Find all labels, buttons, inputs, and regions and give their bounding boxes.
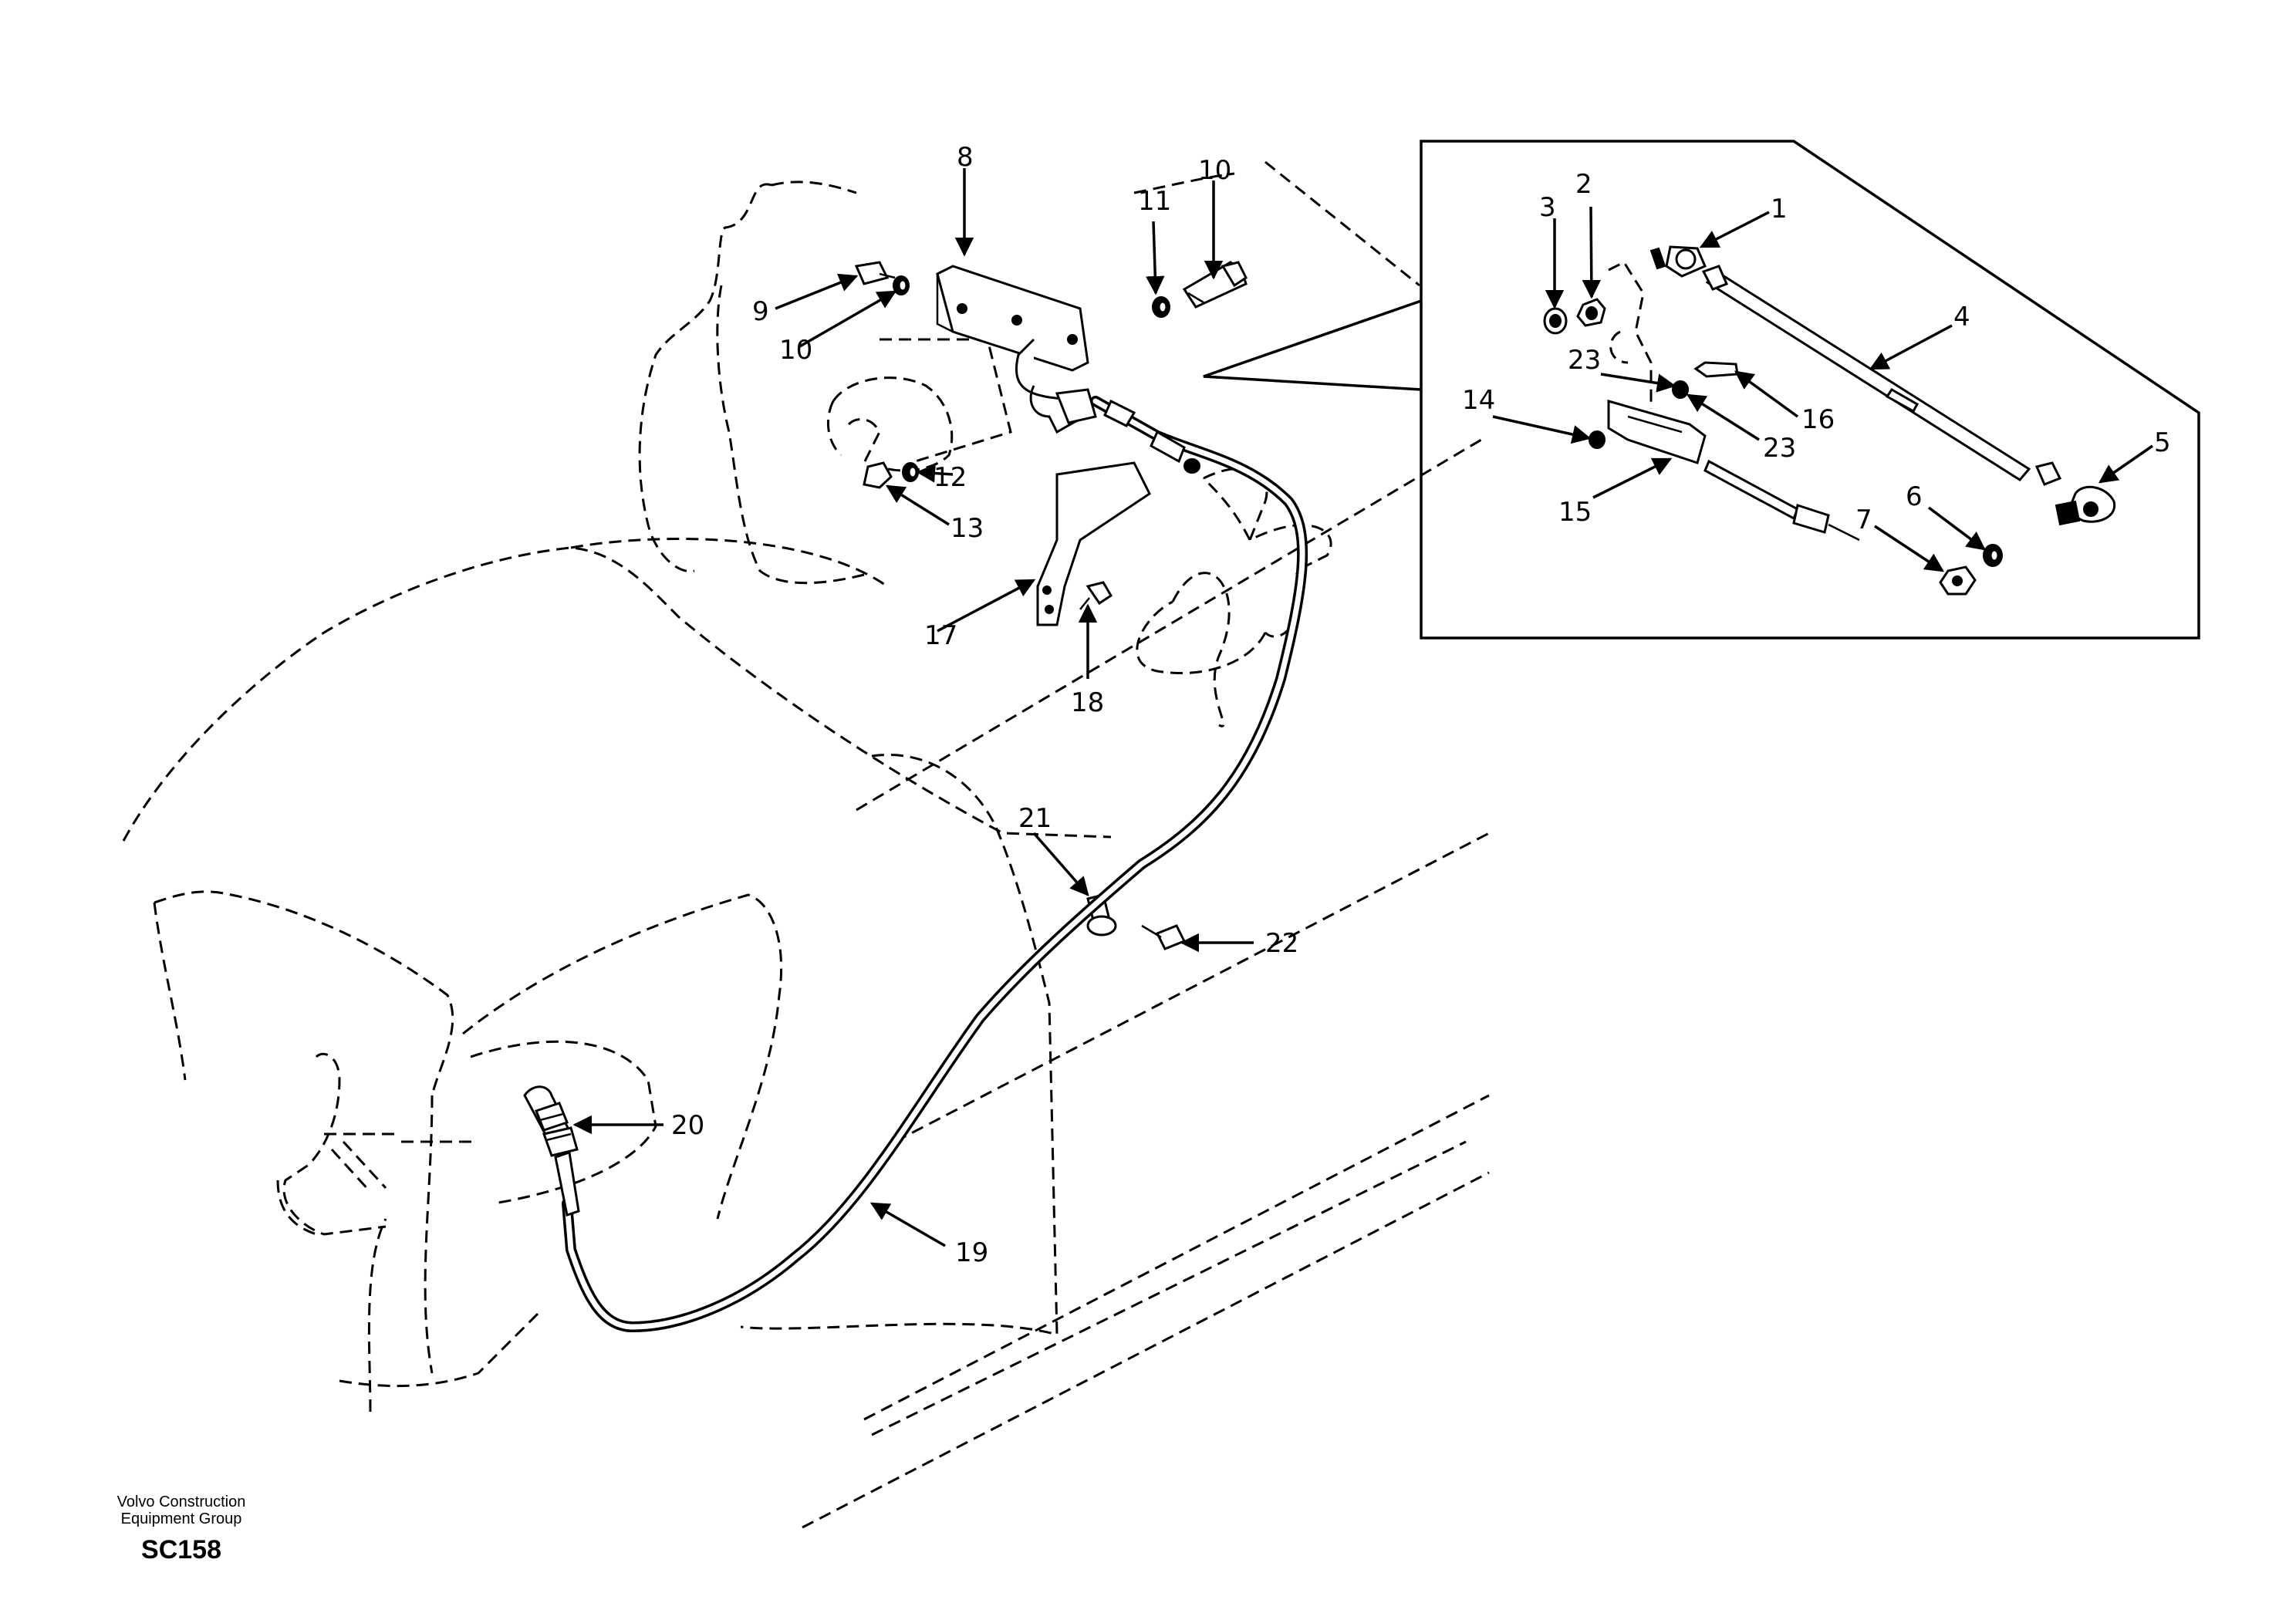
company-name-line1: Volvo Construction	[117, 1493, 246, 1510]
callout-9: 9	[752, 296, 769, 327]
callout-21: 21	[1018, 803, 1052, 834]
callout-4: 4	[1953, 302, 1970, 332]
detail-inset	[1203, 140, 2200, 640]
control-knob-20	[523, 1085, 580, 1217]
callout-23b: 23	[1763, 433, 1796, 464]
callout-8: 8	[957, 142, 974, 173]
company-name-line2: Equipment Group	[121, 1510, 242, 1527]
callout-10b: 12	[934, 462, 967, 493]
callout-10a: 10	[779, 335, 812, 366]
callout-22: 22	[1265, 928, 1298, 959]
throttle-cable-19	[562, 396, 1308, 1333]
callout-19: 19	[955, 1237, 988, 1268]
callout-15: 15	[1558, 497, 1592, 528]
bracket-17	[1036, 461, 1151, 626]
callout-12: 11	[1138, 186, 1171, 217]
callout-1: 1	[1771, 194, 1788, 224]
callout-17: 17	[924, 620, 957, 651]
callout-labels: 8 9 10 10 11 12 13 17 18 21 22 20 19 1 2…	[671, 142, 2171, 1268]
callout-11: 10	[1198, 155, 1231, 186]
callout-16: 16	[1801, 404, 1835, 435]
callout-23a: 23	[1568, 345, 1601, 376]
bracket-8	[936, 265, 1097, 434]
callout-13: 13	[950, 513, 984, 544]
machine-outline	[122, 160, 1490, 1529]
callout-7: 7	[1855, 505, 1872, 535]
footer: Volvo Construction Equipment Group SC158	[117, 1493, 246, 1564]
callout-2: 2	[1575, 169, 1592, 200]
callout-3: 3	[1539, 192, 1556, 223]
callout-5: 5	[2154, 427, 2171, 458]
fasteners	[854, 261, 1248, 950]
diagram-code: SC158	[141, 1535, 221, 1564]
callout-6: 6	[1906, 481, 1923, 512]
leader-lines	[572, 168, 2153, 1247]
callout-18: 18	[1071, 687, 1104, 718]
callout-14: 14	[1462, 385, 1495, 416]
callout-20: 20	[671, 1110, 704, 1141]
